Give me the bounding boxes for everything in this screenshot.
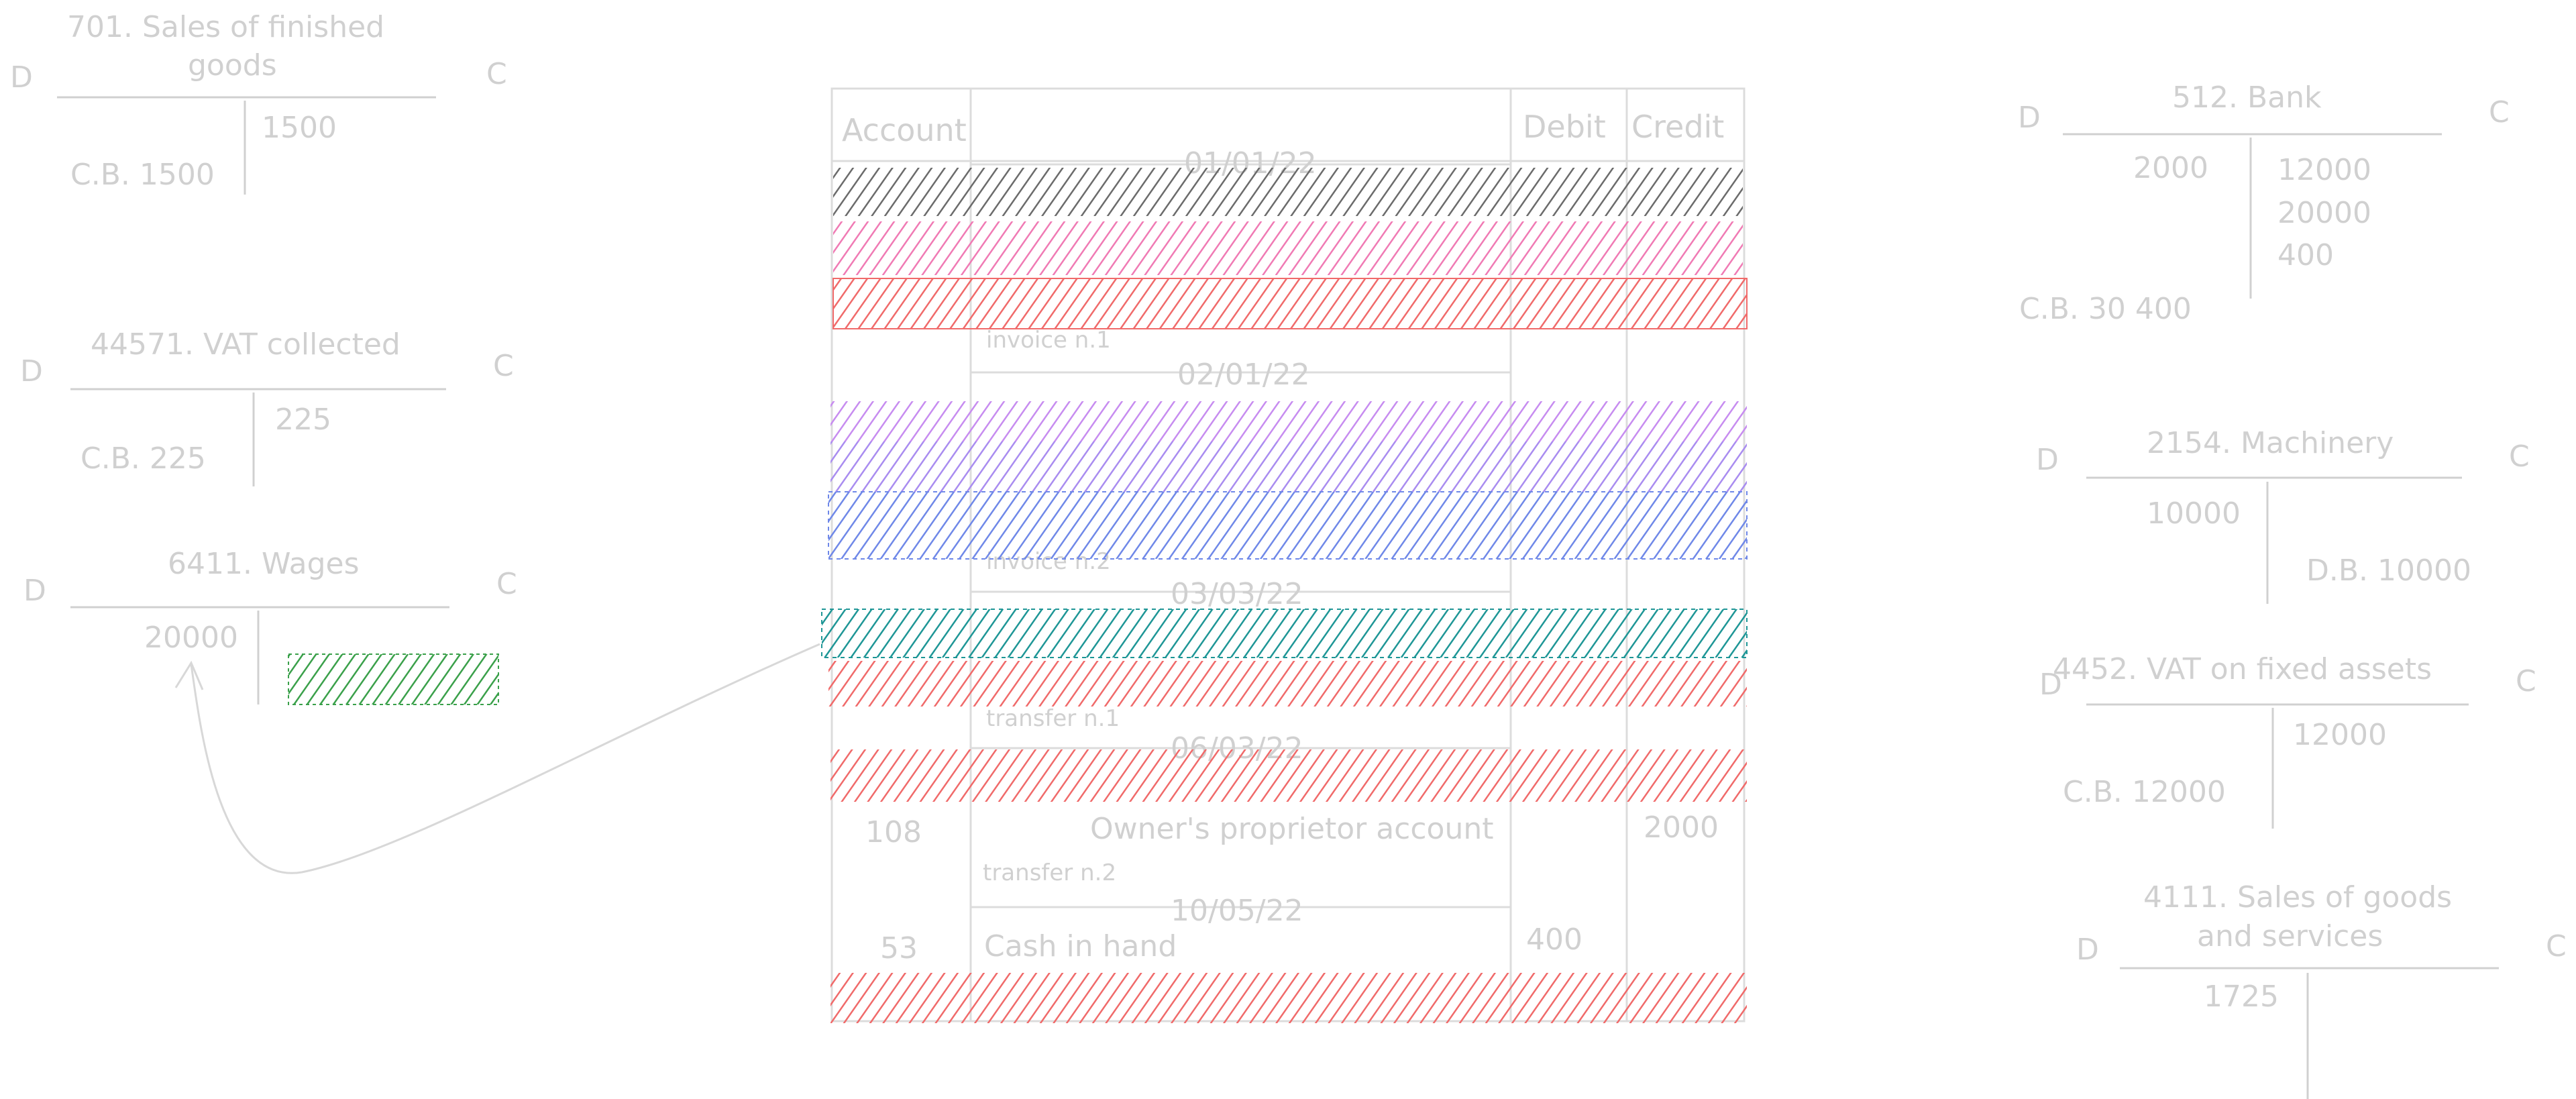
row-53-debit: 400 (1526, 923, 1582, 957)
t512-balance: C.B. 30 400 (2019, 292, 2192, 326)
t-account-2154: 2154. Machinery D C 10000 D.B. 10000 (2036, 426, 2530, 604)
header-debit: Debit (1523, 109, 1606, 145)
t44571-title: 44571. VAT collected (91, 327, 400, 362)
t44571-c-label: C (493, 349, 514, 383)
highlight-red-row-3 (830, 749, 1747, 802)
t512-credit-1: 12000 (2277, 153, 2371, 187)
journal-highlights (821, 168, 1748, 1023)
t701-d-label: D (10, 60, 33, 95)
t2154-balance: D.B. 10000 (2306, 554, 2471, 588)
t-account-4452: D 4452. VAT on fixed assets C 12000 C.B.… (2039, 652, 2536, 829)
highlight-red-row-1 (833, 278, 1748, 329)
t6411-d-label: D (23, 574, 46, 608)
row-108-label: Owner's proprietor account (1090, 812, 1494, 846)
t6411-debit: 20000 (144, 621, 238, 655)
t512-credit-3: 400 (2277, 238, 2334, 272)
highlight-blue-row (828, 491, 1748, 560)
t2154-title: 2154. Machinery (2147, 426, 2394, 460)
memo-transfer-2: transfer n.2 (983, 859, 1116, 886)
date-label-5: 10/05/22 (1171, 894, 1303, 928)
connector-arrow (190, 643, 820, 874)
t44571-balance: C.B. 225 (80, 441, 206, 476)
t4111-c-label: C (2546, 929, 2567, 963)
t-account-701: 701. Sales of finished goods D C 1500 C.… (10, 10, 507, 195)
t512-credit-2: 20000 (2277, 196, 2371, 230)
highlight-red-row-2 (828, 661, 1747, 706)
highlight-purple-row (830, 401, 1747, 441)
date-label-3: 03/03/22 (1171, 577, 1303, 611)
t512-d-label: D (2018, 101, 2041, 135)
memo-transfer-1: transfer n.1 (986, 705, 1120, 732)
highlight-teal-row (821, 609, 1748, 658)
header-account: Account (842, 112, 967, 148)
t4111-title-line1: 4111. Sales of goods (2143, 880, 2452, 914)
t512-c-label: C (2489, 95, 2510, 129)
highlight-violet-row (830, 441, 1747, 492)
arrow-head-icon (174, 660, 204, 690)
row-108-credit: 2000 (1644, 810, 1719, 845)
date-label-2: 02/01/22 (1177, 358, 1310, 392)
t2154-d-label: D (2036, 443, 2059, 477)
t4111-d-label: D (2076, 933, 2099, 967)
t701-c-label: C (486, 57, 507, 91)
t4452-balance: C.B. 12000 (2063, 775, 2226, 809)
t701-title-line2: goods (188, 48, 277, 83)
row-53-label: Cash in hand (984, 929, 1177, 963)
t-account-4111: 4111. Sales of goods and services D C 17… (2076, 880, 2567, 1099)
t-account-44571: 44571. VAT collected D C 225 C.B. 225 (20, 327, 514, 486)
t44571-credit: 225 (275, 403, 331, 437)
row-53-account: 53 (880, 931, 918, 965)
t2154-c-label: C (2509, 439, 2530, 474)
t701-credit: 1500 (262, 111, 337, 145)
t4452-d-label: D (2039, 668, 2062, 702)
highlight-pink-row (833, 221, 1743, 275)
t4452-credit: 12000 (2293, 718, 2387, 752)
highlight-red-row-4 (830, 973, 1747, 1023)
t-account-6411: 6411. Wages D C 20000 (23, 547, 517, 705)
t6411-c-label: C (496, 567, 517, 601)
t701-balance: C.B. 1500 (70, 158, 215, 192)
t2154-debit: 10000 (2147, 496, 2241, 531)
t44571-d-label: D (20, 354, 43, 388)
memo-invoice-1: invoice n.1 (986, 327, 1111, 354)
t4452-c-label: C (2516, 664, 2536, 698)
t4111-debit: 1725 (2204, 980, 2279, 1014)
header-credit: Credit (1631, 109, 1724, 145)
t4111-title-line2: and services (2197, 919, 2383, 953)
row-108-account: 108 (865, 815, 922, 849)
t512-debit: 2000 (2133, 151, 2208, 185)
highlight-grey-row (833, 168, 1743, 216)
t-account-512: 512. Bank D C 2000 12000 20000 400 C.B. … (2018, 81, 2510, 326)
t701-title-line1: 701. Sales of finished (67, 10, 384, 44)
t4452-title: 4452. VAT on fixed assets (2053, 652, 2432, 686)
t512-title: 512. Bank (2172, 81, 2322, 115)
t6411-credit-highlight (288, 653, 499, 705)
t6411-title: 6411. Wages (168, 547, 360, 581)
